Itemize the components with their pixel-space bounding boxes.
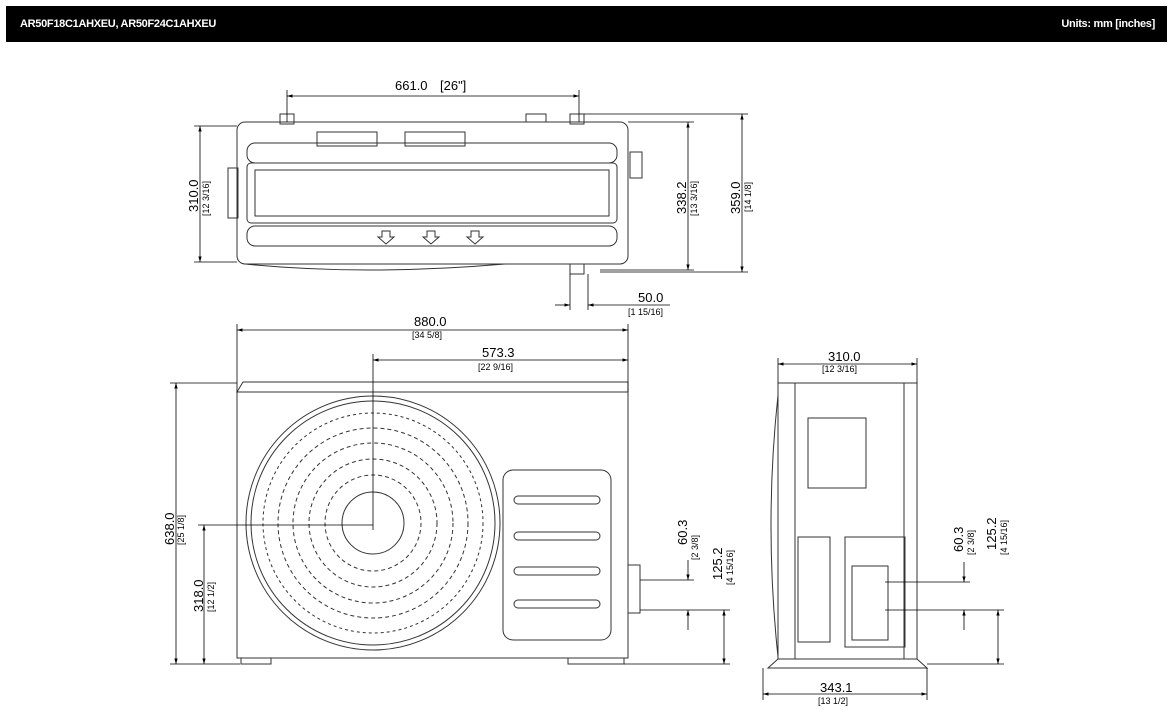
side-width-in: [12 3/16] (822, 364, 857, 374)
front-width-in: [34 5/8] (412, 330, 442, 340)
side-base-mm: 343.1 (820, 680, 853, 695)
title-bar: AR50F18C1AHXEU, AR50F24C1AHXEU Units: mm… (6, 6, 1167, 42)
fan-offset-in: [22 9/16] (478, 362, 513, 372)
top-depth-valve-in: [13 3/16] (689, 181, 699, 216)
front-view: 880.0 [34 5/8] 573.3 [22 9/16] 638.0 [25… (162, 314, 735, 665)
model-names: AR50F18C1AHXEU, AR50F24C1AHXEU (20, 18, 216, 30)
top-depth-mm: 310.0 (186, 179, 201, 212)
foot-offset-mm: 50.0 (638, 290, 663, 305)
fan-center-in: [12 1/2] (206, 582, 216, 612)
side-base-in: [13 1/2] (818, 696, 848, 706)
front-valve-gap-mm: 60.3 (675, 520, 690, 545)
top-depth-total-mm: 359.0 (728, 181, 743, 214)
side-valve-height-mm: 125.2 (984, 517, 999, 550)
side-view: 310.0 [12 3/16] 343.1 [13 1/2] 60.3 [2 3… (762, 349, 1009, 706)
side-width-mm: 310.0 (828, 349, 861, 364)
fan-offset-mm: 573.3 (482, 345, 515, 360)
top-width-in: [26"] (440, 78, 466, 93)
side-valve-height-in: [4 15/16] (999, 520, 1009, 555)
front-valve-height-in: [4 15/16] (725, 550, 735, 585)
side-valve-gap-in: [2 3/8] (966, 530, 976, 555)
top-depth-in: [12 3/16] (201, 181, 211, 216)
fan-center-mm: 318.0 (191, 579, 206, 612)
top-depth-valve-mm: 338.2 (674, 181, 689, 214)
front-valve-gap-in: [2 3/8] (690, 535, 700, 560)
foot-offset-in: [1 15/16] (628, 307, 663, 317)
top-depth-total-in: [14 1/8] (743, 182, 753, 212)
front-width-mm: 880.0 (414, 314, 447, 329)
front-height-mm: 638.0 (162, 512, 177, 545)
front-height-in: [25 1/8] (176, 515, 186, 545)
front-valve-height-mm: 125.2 (710, 547, 725, 580)
top-width-mm: 661.0 (395, 78, 428, 93)
units-label: Units: mm [inches] (1061, 18, 1155, 30)
top-view: 661.0 [26"] 310.0 [12 3/16] 338.2 [13 3/… (186, 78, 753, 317)
side-valve-gap-mm: 60.3 (951, 527, 966, 552)
